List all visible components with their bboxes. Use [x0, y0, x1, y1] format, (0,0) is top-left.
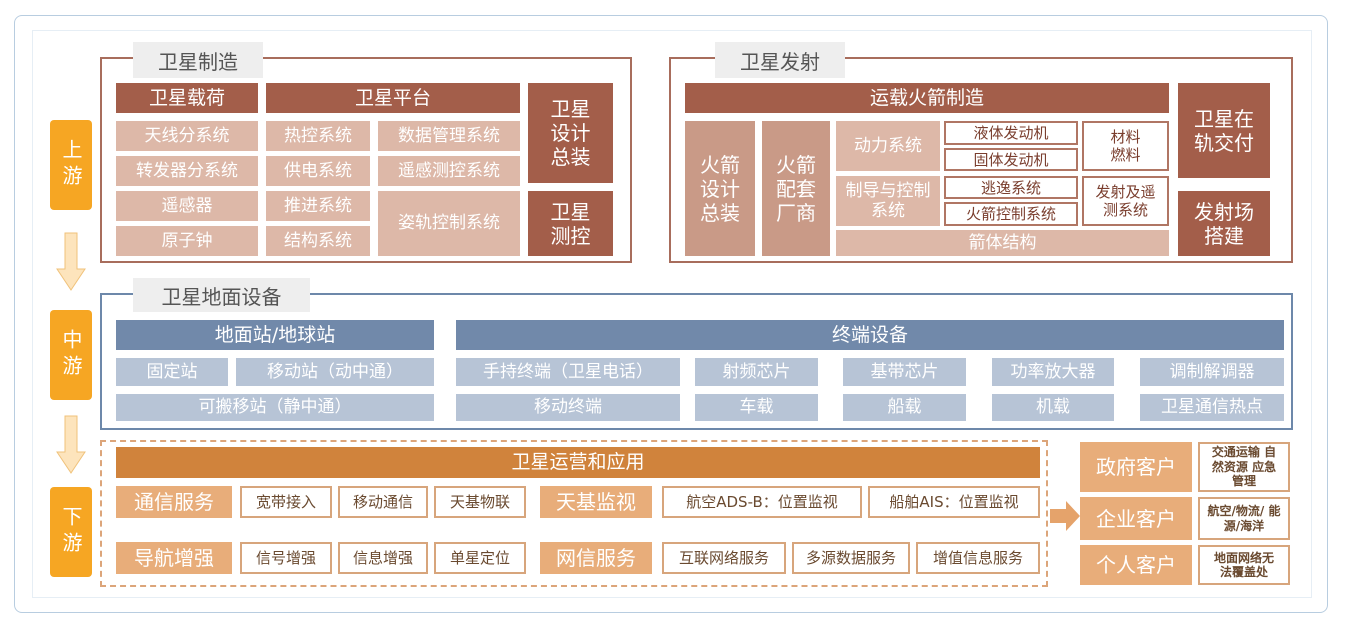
rocket-supply: 火箭配套厂商 [762, 121, 830, 256]
platform-item: 姿轨控制系统 [378, 191, 520, 256]
customer-detail: 地面网络无 法覆盖处 [1198, 545, 1290, 585]
comm-service: 通信服务 [116, 486, 232, 518]
comm-item: 宽带接入 [240, 486, 332, 518]
customer-individual: 个人客户 [1080, 545, 1192, 585]
customer-detail: 交通运输 自然资源 应急管理 [1198, 442, 1290, 492]
right-arrow-icon [1050, 501, 1080, 531]
terminal-item: 车载 [695, 394, 818, 421]
terminal-item: 功率放大器 [992, 358, 1114, 386]
monitor-item: 航空ADS-B：位置监视 [662, 486, 862, 518]
outer-frame [14, 15, 1328, 613]
rocket-design: 火箭设计总装 [685, 121, 755, 256]
payload-header: 卫星载荷 [116, 83, 258, 113]
terminal-header: 终端设备 [456, 320, 1284, 350]
space-monitor: 天基监视 [540, 486, 652, 518]
stage-downstream: 下游 [50, 487, 92, 577]
launch-site: 发射场搭建 [1178, 191, 1270, 256]
power-system: 动力系统 [836, 121, 940, 171]
station-item: 固定站 [116, 358, 228, 386]
design-assembly: 卫星设计总装 [528, 83, 613, 183]
operations-frame [100, 440, 1048, 587]
comm-item: 天基物联 [434, 486, 526, 518]
station-header: 地面站/地球站 [116, 320, 434, 350]
monitor-item: 船舶AIS：位置监视 [868, 486, 1040, 518]
terminal-item: 机载 [992, 394, 1114, 421]
ground-title: 卫星地面设备 [133, 278, 310, 312]
stage-upstream: 上游 [50, 120, 92, 210]
ground-frame [100, 293, 1293, 430]
platform-item: 热控系统 [266, 121, 370, 151]
liquid-engine: 液体发动机 [944, 121, 1078, 145]
escape-system: 逃逸系统 [944, 176, 1078, 199]
stage-midstream: 中游 [50, 310, 92, 400]
net-item: 多源数据服务 [792, 542, 910, 574]
payload-item: 转发器分系统 [116, 156, 258, 186]
inner-panel [32, 30, 1312, 598]
platform-item: 数据管理系统 [378, 121, 520, 151]
terminal-item: 手持终端（卫星电话） [456, 358, 680, 386]
operations-header: 卫星运营和应用 [116, 447, 1040, 478]
nav-item: 单星定位 [434, 542, 526, 574]
nav-item: 信号增强 [240, 542, 332, 574]
satellite-tt: 卫星测控 [528, 191, 613, 256]
terminal-item: 射频芯片 [695, 358, 818, 386]
terminal-item: 移动终端 [456, 394, 680, 421]
materials-fuel: 材料燃料 [1082, 121, 1169, 171]
comm-item: 移动通信 [338, 486, 428, 518]
launch-title: 卫星发射 [715, 42, 845, 78]
station-item: 可搬移站（静中通） [116, 394, 434, 421]
customer-government: 政府客户 [1080, 442, 1192, 492]
launch-frame [669, 57, 1293, 263]
payload-item: 天线分系统 [116, 121, 258, 151]
terminal-item: 调制解调器 [1140, 358, 1284, 386]
down-arrow-icon [56, 415, 86, 474]
solid-engine: 固体发动机 [944, 148, 1078, 171]
net-item: 互联网络服务 [662, 542, 786, 574]
orbit-delivery: 卫星在轨交付 [1178, 83, 1270, 178]
telemetry-system: 发射及遥测系统 [1082, 176, 1169, 226]
platform-item: 推进系统 [266, 191, 370, 221]
payload-item: 原子钟 [116, 226, 258, 256]
payload-item: 遥感器 [116, 191, 258, 221]
nav-enhance: 导航增强 [116, 542, 232, 574]
customer-detail: 航空/物流/ 能源/海洋 [1198, 497, 1290, 540]
rocket-control: 火箭控制系统 [944, 202, 1078, 226]
manufacturing-frame [100, 57, 632, 263]
station-item: 移动站（动中通） [236, 358, 434, 386]
platform-item: 遥感测控系统 [378, 156, 520, 186]
net-service: 网信服务 [540, 542, 652, 574]
platform-header: 卫星平台 [266, 83, 520, 113]
nav-item: 信息增强 [338, 542, 428, 574]
rocket-body: 箭体结构 [836, 230, 1169, 256]
platform-item: 结构系统 [266, 226, 370, 256]
terminal-item: 卫星通信热点 [1140, 394, 1284, 421]
manufacturing-title: 卫星制造 [133, 42, 263, 78]
platform-item: 供电系统 [266, 156, 370, 186]
down-arrow-icon [56, 232, 86, 291]
terminal-item: 船载 [843, 394, 966, 421]
net-item: 增值信息服务 [916, 542, 1040, 574]
guidance-system: 制导与控制系统 [836, 176, 940, 226]
rocket-header: 运载火箭制造 [685, 83, 1169, 113]
terminal-item: 基带芯片 [843, 358, 966, 386]
customer-enterprise: 企业客户 [1080, 497, 1192, 540]
